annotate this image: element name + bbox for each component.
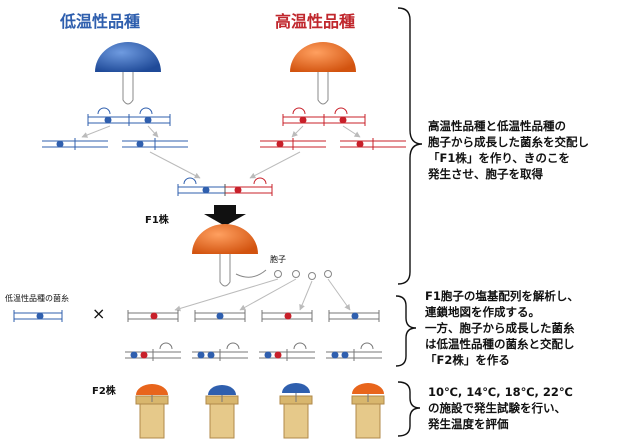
- low-hyphae-label: 低温性品種の菌糸: [5, 294, 69, 303]
- hyphae-cell-icon: [282, 107, 366, 126]
- note-line: 「F2株」を作る: [425, 353, 510, 367]
- hyphae-cell-icon: [127, 310, 380, 322]
- mushroom-icon: [192, 224, 258, 287]
- brace-icon: [395, 7, 423, 437]
- connector-arrows: [81, 125, 361, 179]
- step1-note: 高温性品種と低温性品種の 胞子から成長した菌糸を交配し 「F1株」を作り、きのこ…: [428, 118, 589, 182]
- culture-bottle-icon: [205, 385, 239, 439]
- connector-arrows: [174, 278, 351, 312]
- hyphae-cell-icon: [13, 310, 63, 322]
- spore-label: 胞子: [270, 255, 286, 264]
- step3-note: 10℃, 14℃, 18℃, 22℃ の施設で発生試験を行い、 発生温度を評価: [428, 384, 573, 432]
- note-line: 胞子から成長した菌糸を交配し: [428, 135, 589, 149]
- note-line: 一方、胞子から成長した菌糸: [425, 321, 575, 335]
- note-line: 連鎖地図を作成する。: [425, 305, 540, 319]
- note-line: 高温性品種と低温性品種の: [428, 119, 566, 133]
- note-line: 「F1株」を作り、きのこを: [428, 151, 570, 165]
- cross-symbol: ×: [92, 304, 106, 323]
- high-temp-title: 高温性品種: [275, 12, 356, 31]
- f2-label: F2株: [92, 386, 116, 397]
- low-temp-title: 低温性品種: [60, 12, 141, 31]
- mushroom-icon: [95, 42, 161, 105]
- step2-note: F1胞子の塩基配列を解析し、 連鎖地図を作成する。 一方、胞子から成長した菌糸 …: [425, 288, 579, 368]
- hyphae-cell-icon: [260, 138, 406, 150]
- culture-bottle-icon: [279, 383, 313, 439]
- down-arrow-icon: [204, 205, 246, 226]
- note-line: F1胞子の塩基配列を解析し、: [425, 289, 579, 303]
- note-line: は低温性品種の菌糸と交配し: [425, 337, 575, 351]
- hyphae-cell-icon: [177, 177, 273, 196]
- hyphae-cell-icon: [42, 138, 188, 150]
- note-line: 発生させ、胞子を取得: [428, 167, 543, 181]
- spore-icon: [235, 269, 332, 280]
- culture-bottle-icon: [351, 383, 385, 439]
- note-line: 10℃, 14℃, 18℃, 22℃: [428, 385, 573, 399]
- note-line: の施設で発生試験を行い、: [428, 401, 566, 415]
- mushroom-icon: [290, 42, 356, 105]
- note-line: 発生温度を評価: [428, 417, 509, 431]
- hyphae-cell-icon: [87, 107, 171, 126]
- f1-label: F1株: [145, 215, 169, 226]
- hyphae-cell-icon: [125, 342, 382, 361]
- culture-bottle-icon: [135, 384, 169, 439]
